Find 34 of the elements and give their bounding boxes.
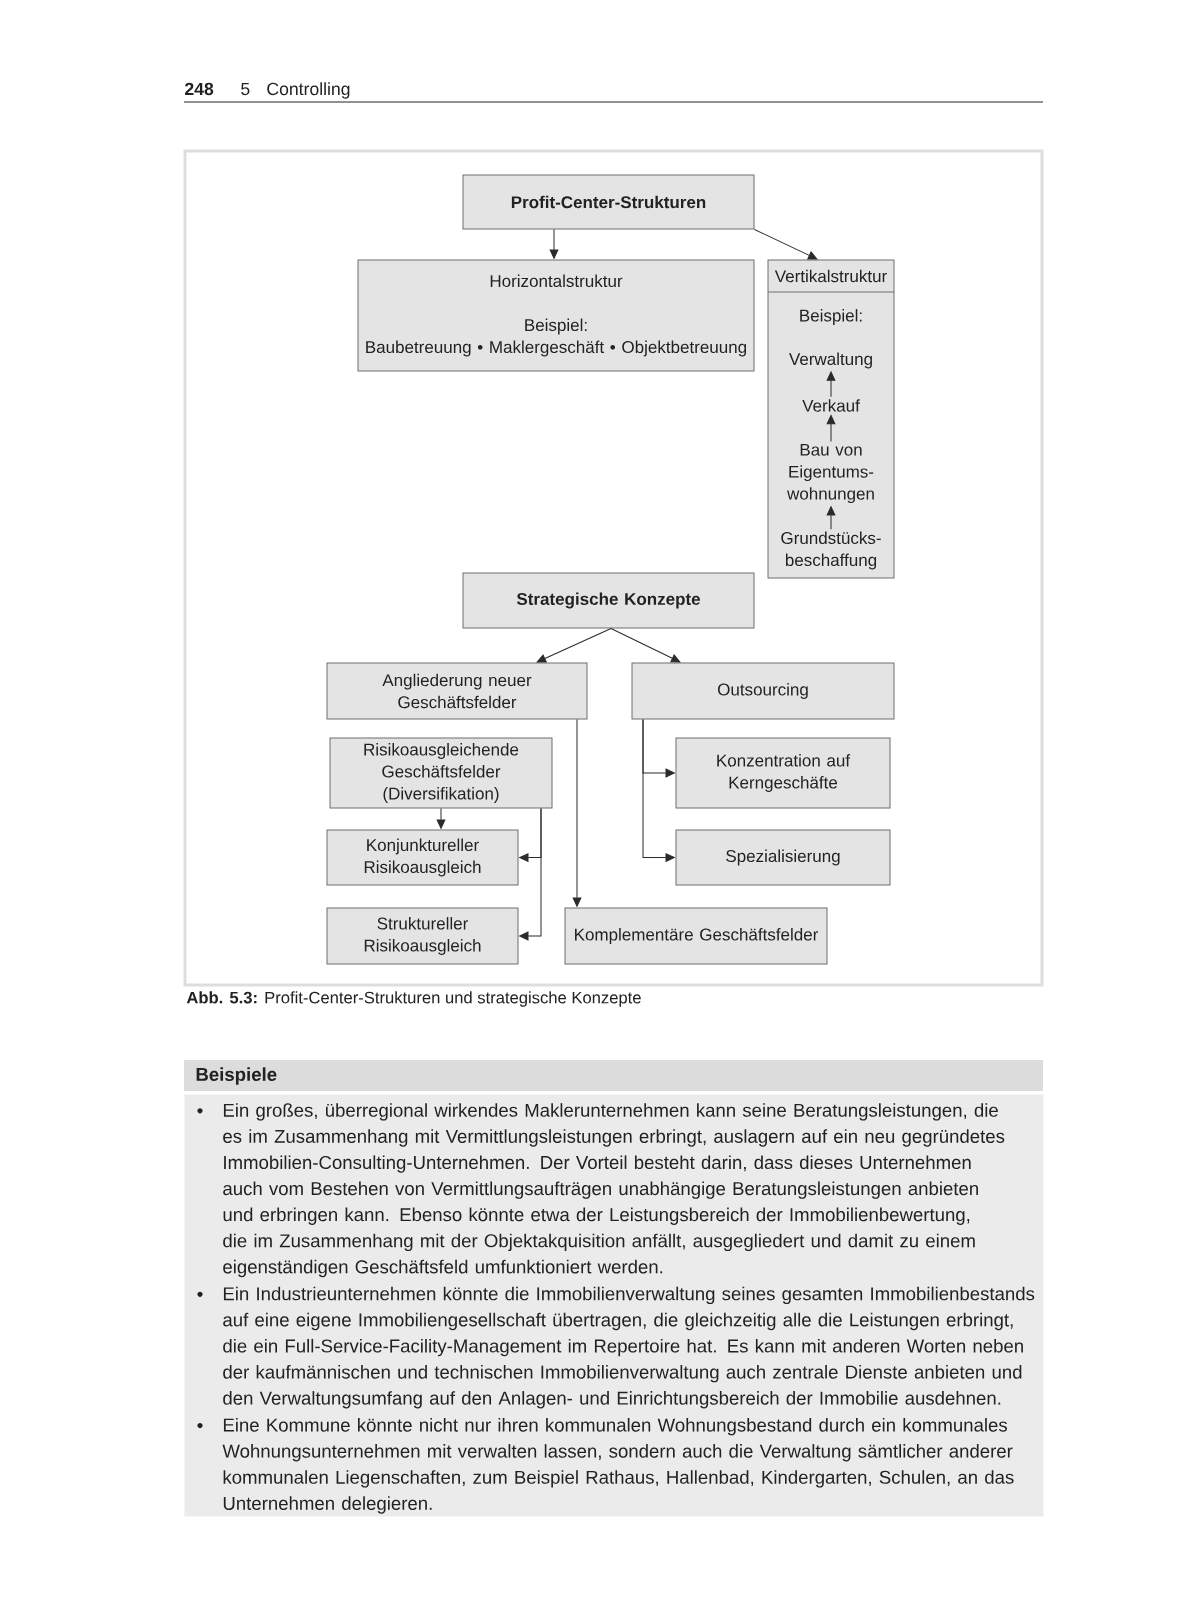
arrow: [826, 414, 836, 442]
concept-box: Struktureller Risikoausgleich: [326, 907, 519, 965]
heading-box: Profit-Center-Strukturen: [462, 174, 755, 230]
bullet-text: Ein großes, überregional wirkendes Maklerunternehmen kann seine Beratungsleistungen, die es im Zusammenhang mit Vermittlungsleistungen erbringt, auslagern auf ein neu gegründetes Immobilien-Consulting-Unternehmen. Der Vorteil besteht darin, dass dieses Unternehmen auch vom Bestehen von Vermittlungsaufträgen unabhängige Beratungsleistungen anbieten und erbringen kann. Ebenso könnte etwa der Leistungsbereich der Immobilienbewertung, die im Zusammenhang mit der Objektakquisition anfällt, ausgegliedert und damit zu einem eigenständigen Geschäftsfeld umfunktioniert werden.: [223, 1103, 1005, 1278]
structure-box: Horizontalstruktur Beispiel: Baubetreuung • Maklergeschäft • Objektbetreuung: [357, 259, 755, 372]
bullet-text: Eine Kommune könnte nicht nur ihren kommunalen Wohnungsbestand durch ein kommunales Wohnungsunternehmen mit verwalten lassen, sondern auch die Verwaltung sämtlicher anderer kommunalen Liegenschaften, zum Beispiel Rathaus, Hallenbad, Kindergarten, Schulen, an das Unternehmen delegieren.: [222, 1418, 1014, 1514]
concept-box: Konzentration auf Kerngeschäfte: [675, 737, 891, 809]
panel-header: Beispiele: [184, 1060, 1043, 1091]
arrow: [549, 229, 559, 259]
concept-box: Konjunktureller Risikoausgleich: [326, 829, 519, 886]
step-text: Verwaltung: [789, 352, 872, 369]
arrow: [610, 628, 681, 663]
step-text: Grundstücks- beschaffung: [781, 531, 881, 570]
arrow: [826, 506, 836, 530]
heading-box: Strategische Konzepte: [462, 572, 755, 629]
concept-box: Spezialisierung: [675, 829, 891, 886]
arrow: [572, 719, 582, 907]
step-text: Verkauf: [802, 399, 860, 412]
chapter-title: Controlling: [267, 82, 350, 99]
page-number: 248: [185, 82, 214, 96]
arrow: [536, 628, 612, 663]
elbow-arrow: [519, 808, 542, 941]
bullet-text: Ein Industrieunternehmen könnte die Immobilienverwaltung seines gesamten Immobilienbestands auf eine eigene Immobiliengesellschaft übertragen, die gleichzeitig alle die Leistungen erbringt, die ein Full-Service-Facility-Management im Repertoire hat. Es kann mit anderen Worten neben der kaufmännischen und technischen Immobilienverwaltung auch zentrale Dienste anbieten und den Verwaltungsumfang auf den Anlagen- und Einrichtungsbereich der Immobilie ausdehnen.: [223, 1286, 1035, 1409]
concept-box: Outsourcing: [631, 662, 895, 720]
chapter-number: 5: [241, 82, 250, 96]
step-text: Bau von Eigentums- wohnungen: [787, 443, 874, 504]
figure-caption: Abb. 5.3: Profit-Center-Strukturen und strategische Konzepte: [186, 991, 641, 1007]
arrow: [754, 229, 818, 260]
concept-box: Risikoausgleichende Geschäftsfelder (Diversifikation): [329, 737, 553, 809]
concept-box: Angliederung neuer Geschäftsfelder: [326, 662, 588, 720]
elbow-arrow: [642, 719, 675, 862]
arrow: [826, 371, 836, 398]
concept-box: Komplementäre Geschäftsfelder: [564, 907, 828, 965]
arrow: [436, 808, 446, 829]
